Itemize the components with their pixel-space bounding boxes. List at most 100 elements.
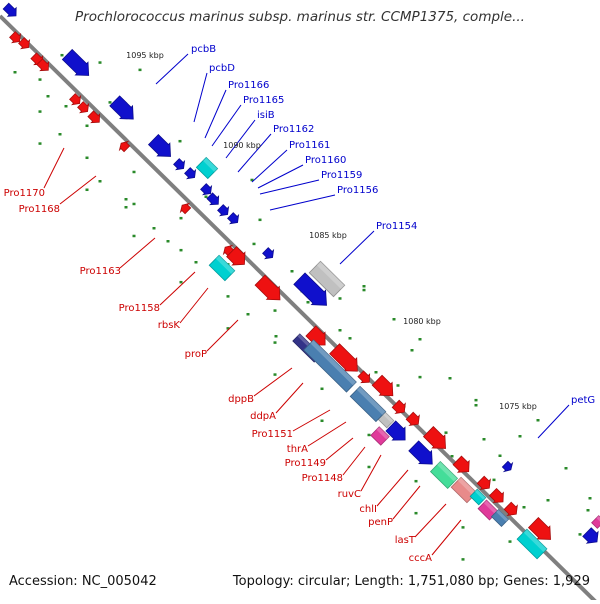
gene-arrow[interactable] xyxy=(357,370,374,387)
gene-arrow[interactable] xyxy=(36,58,53,75)
gene-feature[interactable] xyxy=(385,420,412,447)
gene-feature[interactable] xyxy=(17,36,33,52)
gene-feature[interactable] xyxy=(490,508,510,528)
gene-arrow[interactable] xyxy=(61,48,95,82)
gene-feature[interactable] xyxy=(349,385,387,423)
gene-label-last[interactable]: lasT xyxy=(395,535,416,546)
gene-arrow[interactable] xyxy=(488,487,508,507)
gene-arrow[interactable] xyxy=(172,157,188,173)
gene-box[interactable] xyxy=(591,515,600,529)
gene-label-rbsk[interactable]: rbsK xyxy=(158,320,181,331)
gene-feature[interactable] xyxy=(206,192,223,209)
gene-feature[interactable] xyxy=(292,272,333,313)
gene-arrow[interactable] xyxy=(68,92,84,108)
gene-arrow[interactable] xyxy=(8,30,24,46)
gene-label-pro1166[interactable]: Pro1166 xyxy=(228,80,269,91)
gene-feature[interactable] xyxy=(225,245,250,270)
gene-feature[interactable] xyxy=(254,274,287,306)
gene-arrow[interactable] xyxy=(206,192,223,209)
gene-label-pro1170[interactable]: Pro1170 xyxy=(4,188,45,199)
gene-arrow[interactable] xyxy=(108,94,139,125)
gene-feature[interactable] xyxy=(357,370,374,387)
gene-arrow[interactable] xyxy=(199,182,215,198)
gene-feature[interactable] xyxy=(76,100,92,116)
gene-label-pcbb[interactable]: pcbB xyxy=(191,44,216,55)
gene-arrow[interactable] xyxy=(503,501,521,519)
gene-label-ccca[interactable]: cccA xyxy=(409,553,432,564)
gene-arrow[interactable] xyxy=(476,475,494,493)
gene-feature[interactable] xyxy=(303,339,357,393)
gene-feature[interactable] xyxy=(61,48,95,82)
gene-feature[interactable] xyxy=(87,110,104,127)
gene-arrow[interactable] xyxy=(225,245,250,270)
gene-arrow[interactable] xyxy=(422,425,452,455)
gene-feature[interactable] xyxy=(195,156,219,180)
gene-arrow[interactable] xyxy=(501,460,515,474)
gene-label-pro1148[interactable]: Pro1148 xyxy=(302,473,343,484)
gene-arrow[interactable] xyxy=(226,211,242,227)
gene-label-chli[interactable]: chlI xyxy=(359,504,377,515)
gene-box[interactable] xyxy=(469,488,487,506)
gene-label-petg[interactable]: petG xyxy=(571,395,595,406)
gene-feature[interactable] xyxy=(429,461,459,489)
gene-arrow[interactable] xyxy=(385,420,412,447)
gene-label-pro1165[interactable]: Pro1165 xyxy=(243,95,284,106)
gene-arrow[interactable] xyxy=(117,139,131,153)
gene-feature[interactable] xyxy=(226,211,242,227)
gene-label-ruvc[interactable]: ruvC xyxy=(338,489,361,500)
gene-arrow[interactable] xyxy=(527,516,557,546)
gene-feature[interactable] xyxy=(469,488,487,506)
gene-feature[interactable] xyxy=(591,515,600,529)
gene-feature[interactable] xyxy=(405,411,423,429)
gene-feature[interactable] xyxy=(452,455,475,478)
gene-feature[interactable] xyxy=(36,58,53,75)
gene-label-pro1156[interactable]: Pro1156 xyxy=(337,185,378,196)
gene-feature[interactable] xyxy=(391,399,409,417)
gene-feature[interactable] xyxy=(328,342,363,377)
gene-feature[interactable] xyxy=(503,501,521,519)
gene-box[interactable] xyxy=(349,385,387,423)
gene-label-ddpa[interactable]: ddpA xyxy=(250,411,276,422)
gene-arrow[interactable] xyxy=(581,526,600,547)
gene-arrow[interactable] xyxy=(2,2,20,20)
gene-feature[interactable] xyxy=(422,425,452,455)
gene-arrow[interactable] xyxy=(147,133,177,163)
gene-arrow[interactable] xyxy=(17,36,33,52)
gene-label-pro1161[interactable]: Pro1161 xyxy=(289,140,330,151)
gene-features[interactable] xyxy=(2,2,600,560)
gene-arrow[interactable] xyxy=(76,100,92,116)
gene-box[interactable] xyxy=(516,528,548,560)
gene-arrow[interactable] xyxy=(391,399,409,417)
gene-feature[interactable] xyxy=(516,528,548,560)
gene-box[interactable] xyxy=(195,156,219,180)
gene-label-pro1162[interactable]: Pro1162 xyxy=(273,124,314,135)
gene-feature[interactable] xyxy=(183,166,199,182)
gene-arrow[interactable] xyxy=(216,203,232,219)
gene-label-pro1154[interactable]: Pro1154 xyxy=(376,221,417,232)
gene-arrow[interactable] xyxy=(254,274,287,306)
gene-label-penp[interactable]: penP xyxy=(368,517,393,528)
gene-box[interactable] xyxy=(490,508,510,528)
gene-feature[interactable] xyxy=(172,157,188,173)
gene-feature[interactable] xyxy=(208,254,236,282)
gene-box[interactable] xyxy=(370,426,390,446)
gene-feature[interactable] xyxy=(178,201,192,215)
gene-feature[interactable] xyxy=(370,426,390,446)
gene-label-pro1151[interactable]: Pro1151 xyxy=(252,429,293,440)
gene-label-pro1159[interactable]: Pro1159 xyxy=(321,170,362,181)
gene-arrow[interactable] xyxy=(183,166,199,182)
gene-arrow[interactable] xyxy=(371,374,399,402)
gene-label-pcbd[interactable]: pcbD xyxy=(209,63,235,74)
gene-feature[interactable] xyxy=(8,30,24,46)
gene-label-pro1149[interactable]: Pro1149 xyxy=(285,458,326,469)
gene-label-thra[interactable]: thrA xyxy=(287,444,308,455)
gene-feature[interactable] xyxy=(147,133,177,163)
gene-feature[interactable] xyxy=(117,139,131,153)
gene-feature[interactable] xyxy=(527,516,557,546)
gene-feature[interactable] xyxy=(476,475,494,493)
gene-feature[interactable] xyxy=(108,94,139,125)
gene-label-isib[interactable]: isiB xyxy=(257,110,275,121)
gene-feature[interactable] xyxy=(261,246,277,262)
gene-feature[interactable] xyxy=(216,203,232,219)
